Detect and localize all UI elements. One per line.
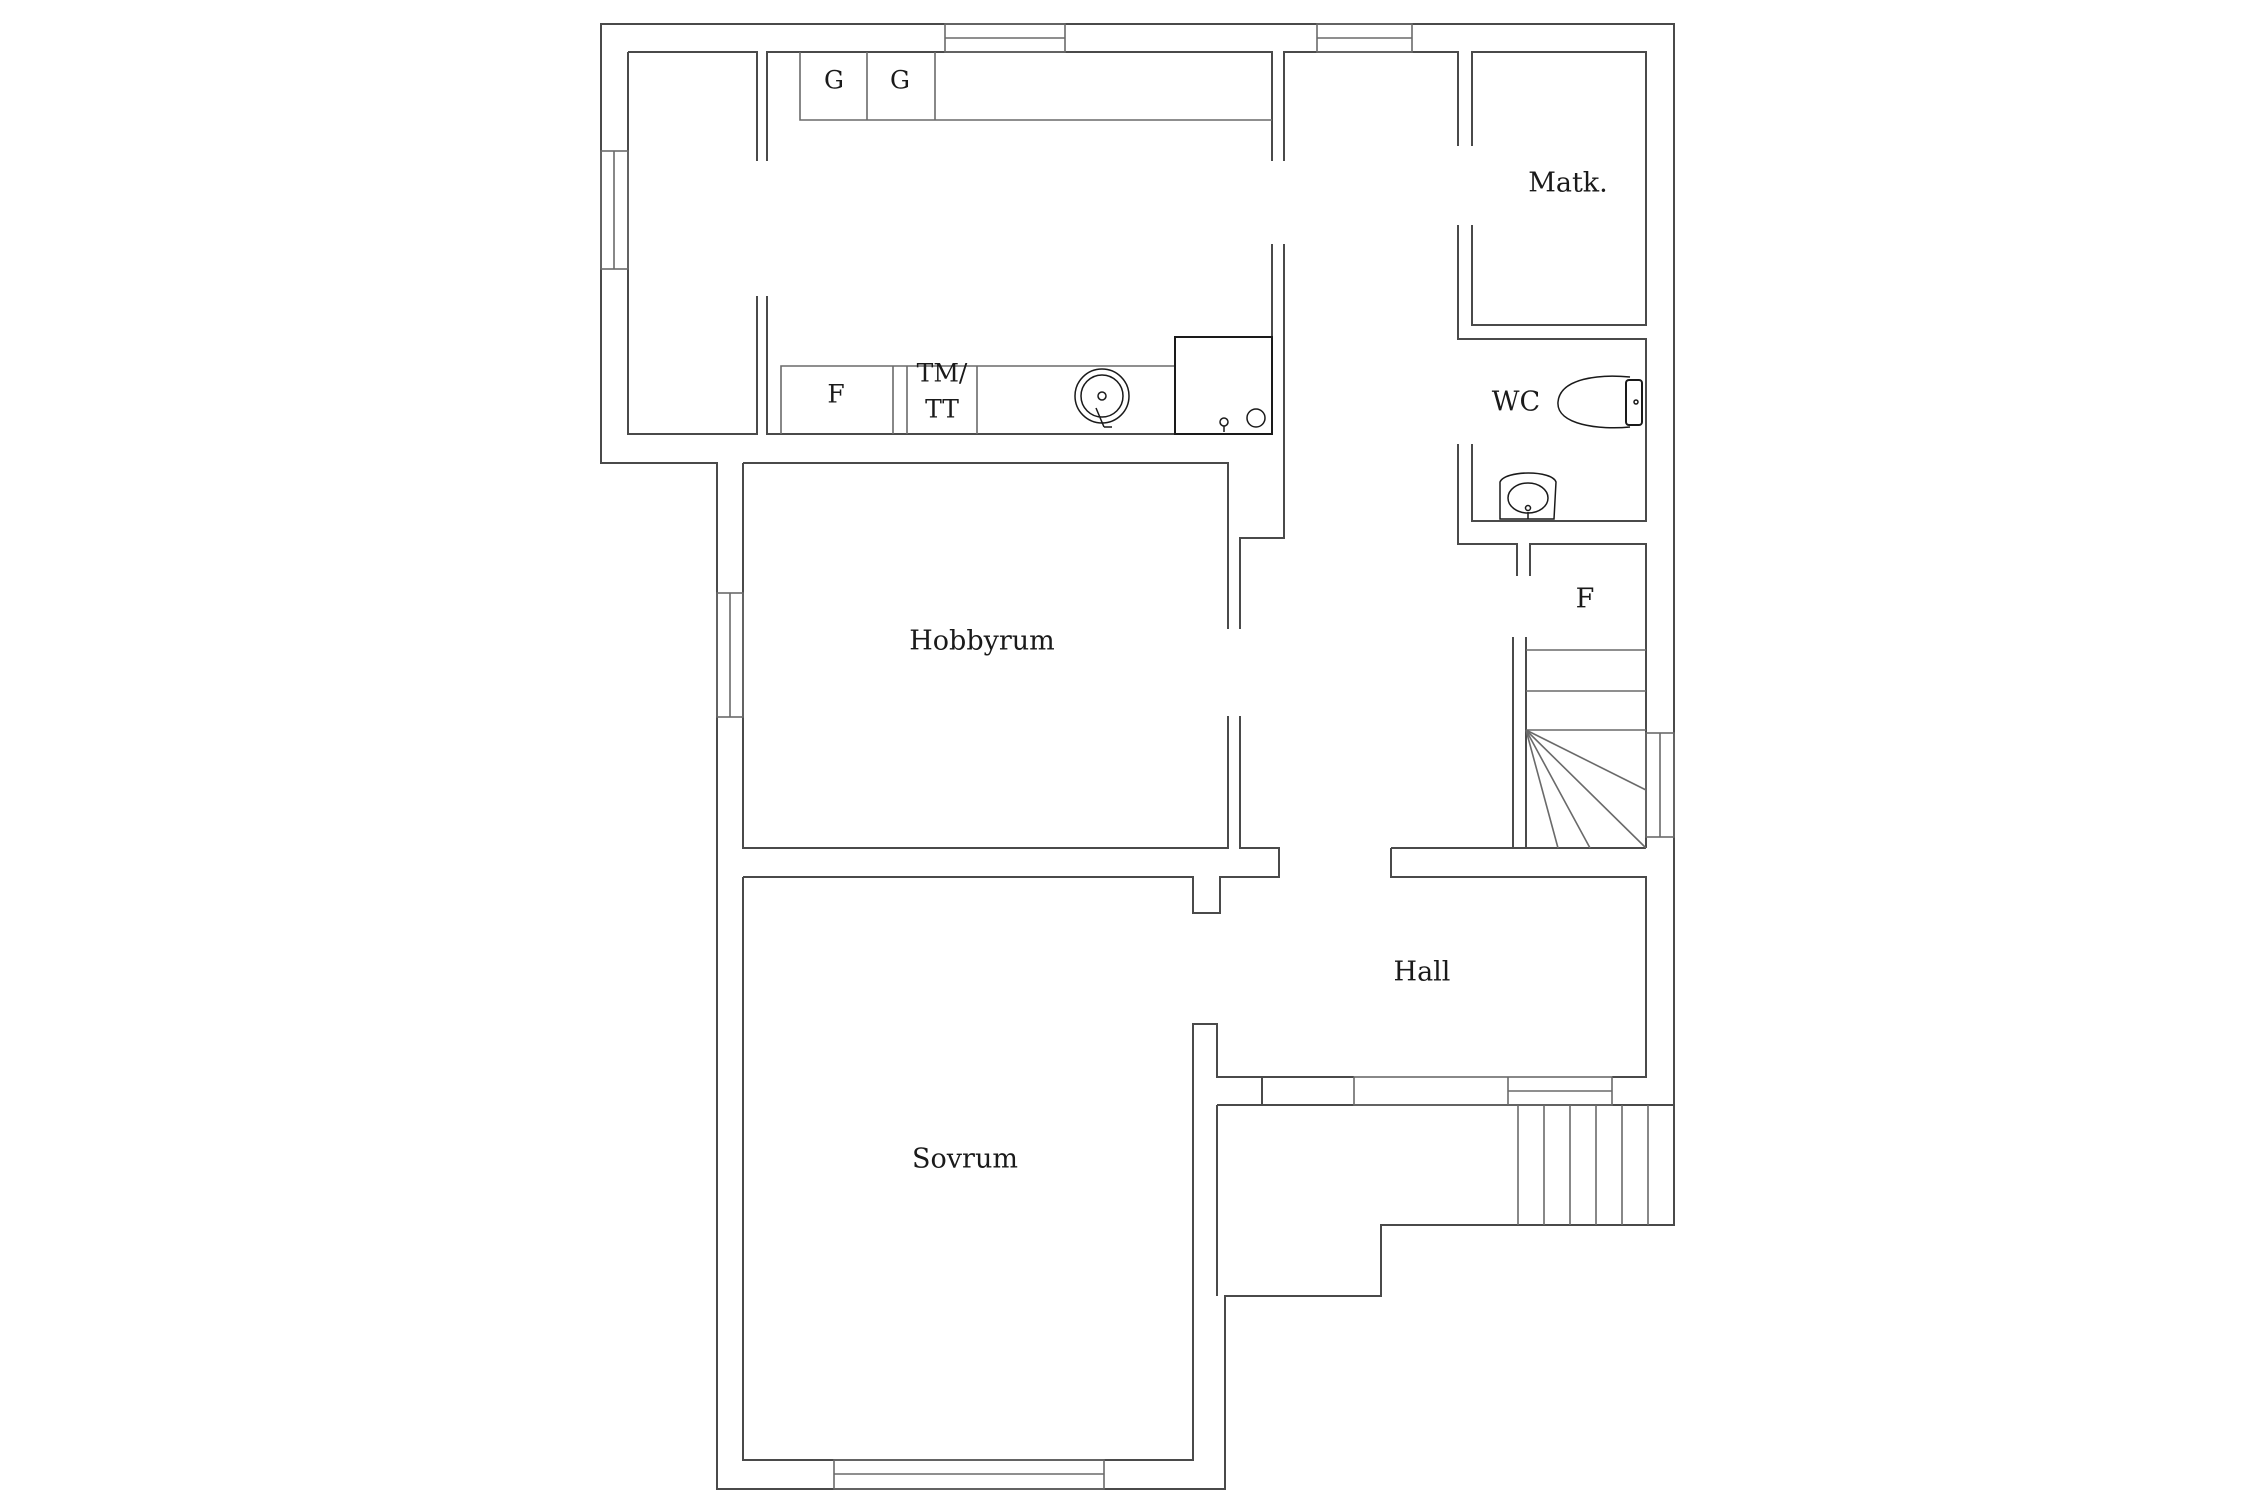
label-g1: G: [824, 66, 844, 95]
label-hobbyrum: Hobbyrum: [909, 626, 1055, 657]
interior-stair: [1525, 649, 1647, 849]
label-wc: WC: [1492, 387, 1540, 418]
label-hall: Hall: [1394, 957, 1451, 988]
label-freezer: F: [827, 380, 844, 409]
label-washer-line1: TM/: [917, 359, 968, 388]
exterior-stair: [1517, 1105, 1649, 1225]
label-matk: Matk.: [1528, 168, 1608, 199]
label-g2: G: [890, 66, 910, 95]
label-closet: F: [1576, 584, 1595, 615]
laundry-fixtures: [780, 52, 1273, 435]
label-sovrum: Sovrum: [912, 1144, 1018, 1175]
label-washer-line2: TT: [925, 395, 959, 424]
interior-walls: [627, 51, 1674, 1461]
wc-fixtures: [1499, 375, 1643, 520]
windows: [600, 23, 1675, 1490]
